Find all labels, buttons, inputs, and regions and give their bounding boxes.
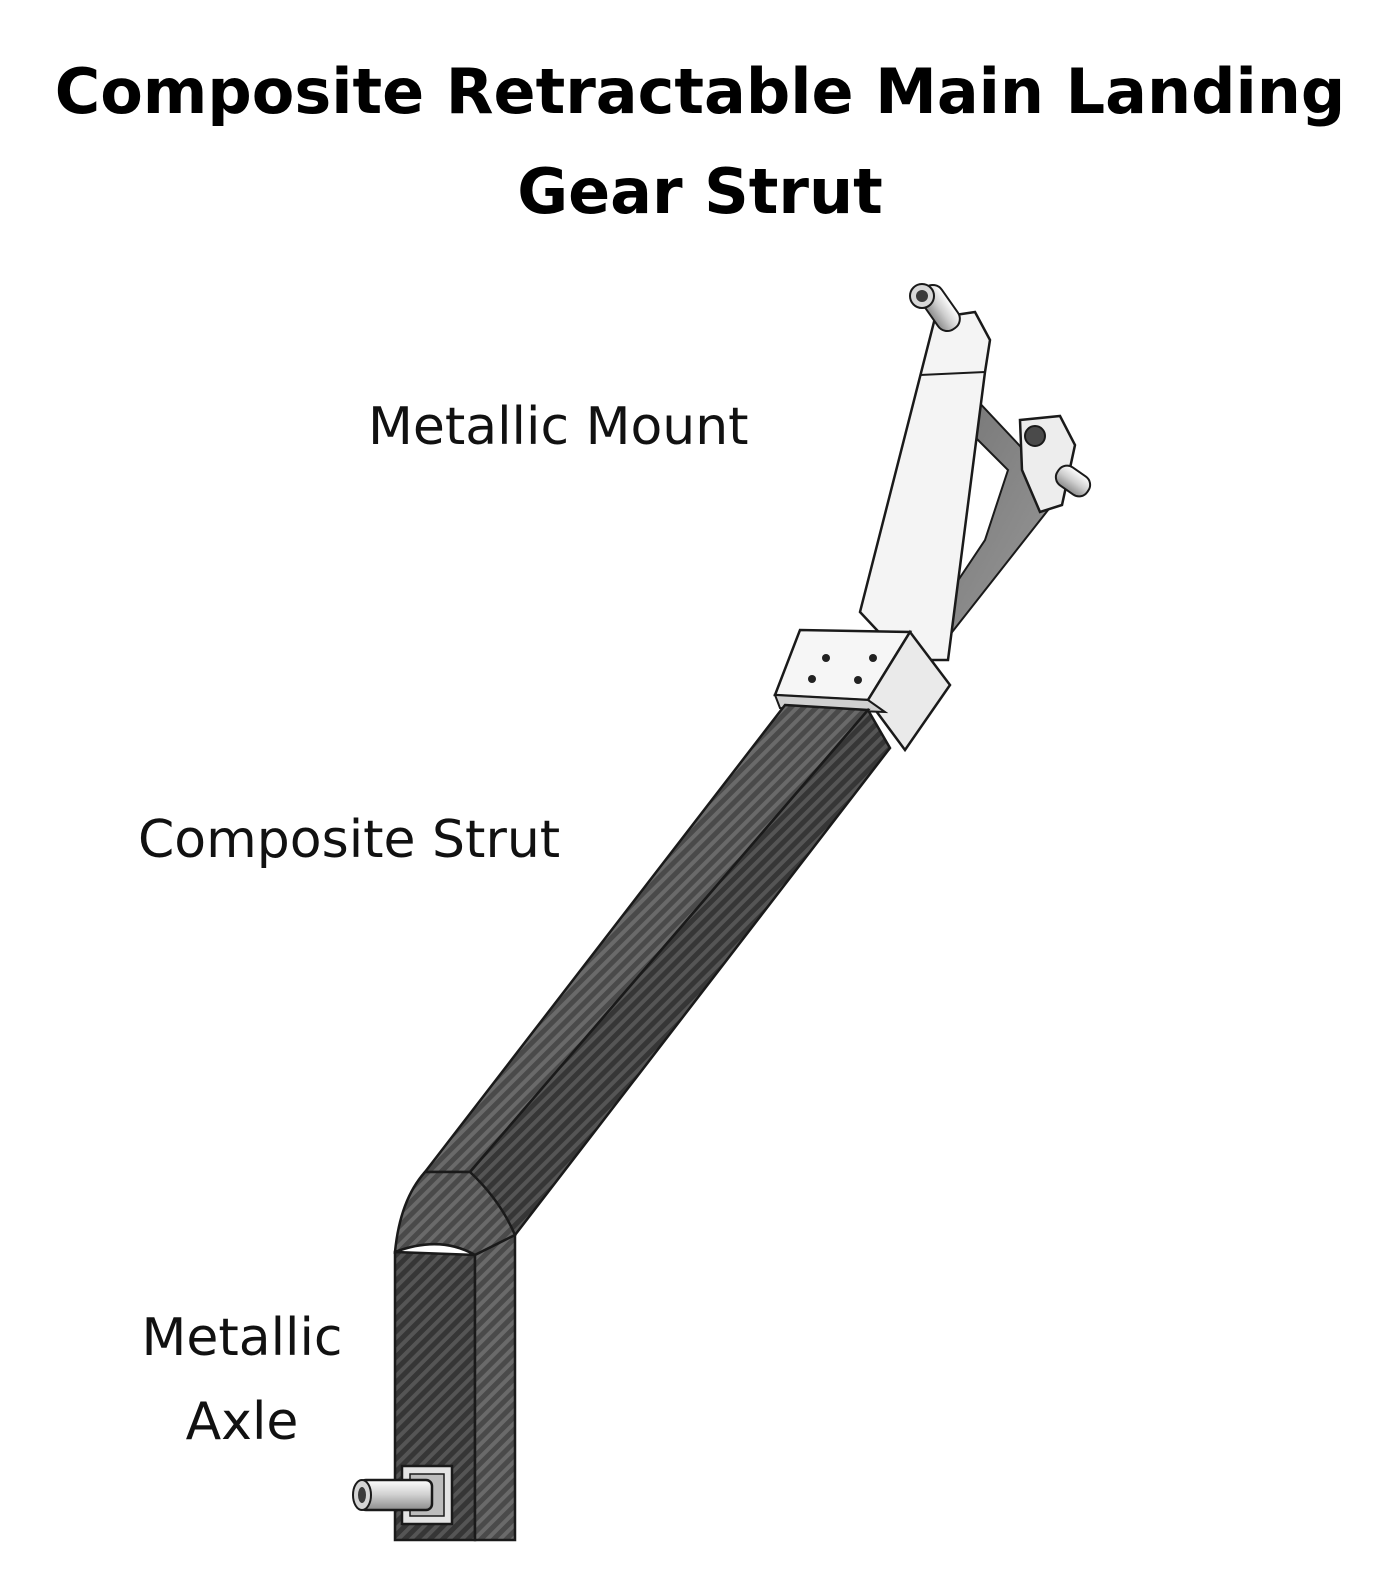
strut-diagonal-side xyxy=(468,707,892,1238)
title-line-2: Gear Strut xyxy=(517,155,883,228)
label-axle-line-1: Metallic xyxy=(141,1308,343,1368)
metallic-mount xyxy=(773,283,1092,753)
strut-bend-top xyxy=(393,1170,517,1257)
label-composite-strut: Composite Strut xyxy=(138,810,561,870)
mount-top-pin xyxy=(909,283,961,333)
mount-front-arm xyxy=(858,310,992,662)
metallic-axle xyxy=(352,1464,454,1526)
bolt-hole xyxy=(854,676,862,684)
label-axle-line-2: Axle xyxy=(185,1392,299,1452)
label-metallic-mount: Metallic Mount xyxy=(368,397,749,457)
bolt-hole xyxy=(808,675,816,683)
mount-block-side xyxy=(866,629,952,753)
mount-right-pin xyxy=(1054,464,1092,498)
mount-lug-hole xyxy=(1024,425,1046,447)
title-line-1: Composite Retractable Main Landing xyxy=(54,55,1346,128)
diagram-title: Composite Retractable Main Landing Gear … xyxy=(0,42,1400,242)
bolt-hole xyxy=(869,654,877,662)
composite-strut xyxy=(393,703,892,1542)
label-metallic-axle: Metallic Axle xyxy=(132,1296,352,1464)
bolt-hole xyxy=(822,654,830,662)
strut-diagonal-front xyxy=(422,703,871,1174)
strut-vertical-side xyxy=(473,1232,517,1542)
